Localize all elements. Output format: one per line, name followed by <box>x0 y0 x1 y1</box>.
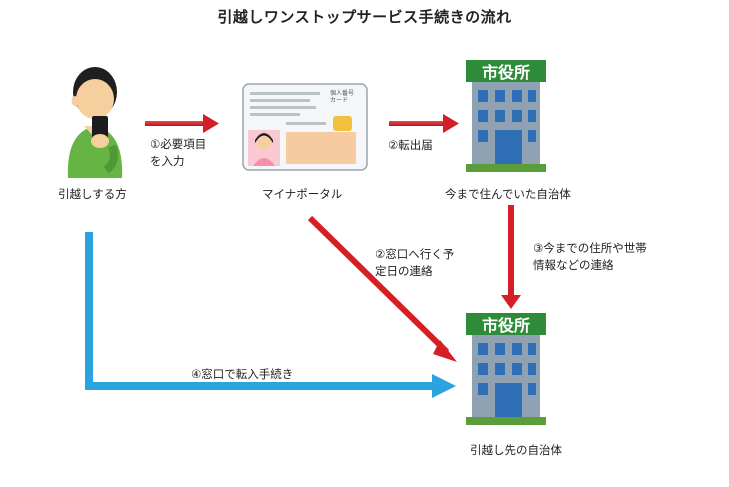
edge-step2-label: ②転出届 <box>388 138 433 152</box>
arrow-step1 <box>145 114 219 133</box>
edge-step3-label: ③今までの住所や世帯 情報などの連絡 <box>533 241 647 272</box>
node-person-label: 引越しする方 <box>58 187 127 201</box>
edge-step1-label: ①必要項目 を入力 <box>150 137 207 168</box>
arrow-step2b <box>307 215 457 362</box>
card-header-text: 個人番号 カード <box>330 90 355 104</box>
edge-step4-label: ④窓口で転入手続き <box>191 367 294 381</box>
node-portal-label: マイナポータル <box>262 187 343 201</box>
mynumber-card-illustration <box>242 83 368 171</box>
node-new-city-label: 引越し先の自治体 <box>470 443 562 457</box>
person-illustration <box>67 67 123 178</box>
new-city-sign-text: 市役所 <box>482 316 530 335</box>
node-old-city-label: 今まで住んでいた自治体 <box>445 187 571 201</box>
diagram-title: 引越しワンストップサービス手続きの流れ <box>217 8 512 26</box>
edge-step2b-label: ②窓口へ行く予 定日の連絡 <box>375 247 455 278</box>
arrow-step3 <box>501 205 521 309</box>
old-city-building-icon <box>466 60 546 172</box>
new-city-building-icon <box>466 313 546 425</box>
arrow-step2 <box>389 114 459 133</box>
arrow-step4 <box>85 232 456 398</box>
old-city-sign-text: 市役所 <box>482 63 530 82</box>
